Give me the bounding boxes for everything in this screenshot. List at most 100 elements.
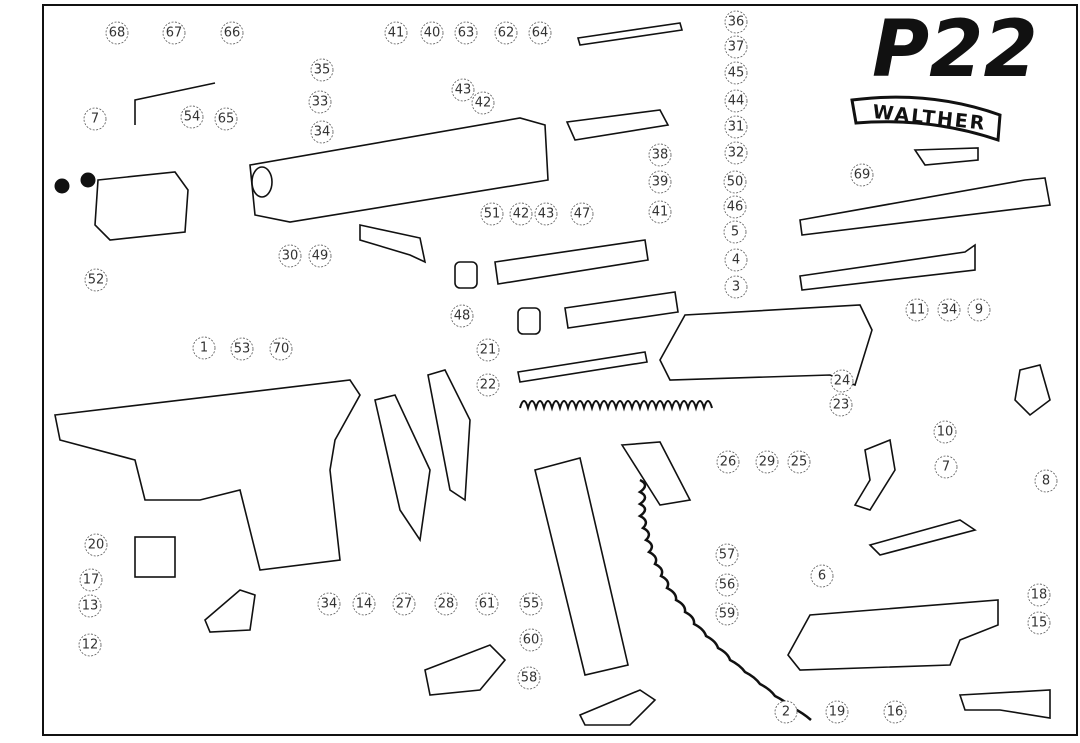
bushing-48 (454, 261, 478, 289)
label-number: 44 (728, 94, 745, 109)
label-circle (774, 700, 798, 724)
label-number: 33 (312, 95, 329, 110)
label-number: 56 (719, 578, 736, 593)
label-circle (84, 268, 108, 292)
part-label-50: 50 (723, 170, 747, 194)
label-circle (78, 594, 102, 618)
label-circle (517, 666, 541, 690)
label-circle (84, 533, 108, 557)
part-label-54: 54 (180, 105, 204, 129)
label-circle (648, 200, 672, 224)
allen-key-part (134, 82, 216, 125)
label-number: 42 (513, 207, 530, 222)
label-circle (1027, 583, 1051, 607)
label-number: 28 (438, 597, 455, 612)
hammer-part (1014, 364, 1051, 417)
slide-part (249, 117, 549, 223)
part-label-34: 34 (937, 298, 961, 322)
part-label-14: 14 (352, 592, 376, 616)
label-number: 4 (732, 253, 740, 268)
chassis-part (659, 304, 873, 387)
label-circle (528, 21, 552, 45)
part-label-65: 65 (214, 107, 238, 131)
part-label-6: 6 (810, 564, 834, 588)
label-circle (105, 21, 129, 45)
label-number: 30 (282, 249, 299, 264)
part-label-22: 22 (476, 373, 500, 397)
part-label-29: 29 (755, 450, 779, 474)
trigger-bar (868, 519, 977, 556)
part-label-62: 62 (494, 21, 518, 45)
label-number: 27 (396, 597, 413, 612)
part-label-56: 56 (715, 573, 739, 597)
part-label-7: 7 (83, 107, 107, 131)
label-number: 68 (109, 26, 126, 41)
label-circle (278, 244, 302, 268)
label-number: 53 (234, 342, 251, 357)
label-number: 45 (728, 66, 745, 81)
label-circle (308, 90, 332, 114)
label-number: 41 (388, 26, 405, 41)
washer-part (54, 178, 70, 194)
label-circle (934, 455, 958, 479)
label-number: 66 (224, 26, 241, 41)
part-label-47: 47 (570, 202, 594, 226)
part-label-11: 11 (905, 298, 929, 322)
label-circle (310, 120, 334, 144)
label-number: 22 (480, 378, 497, 393)
part-label-2: 2 (774, 700, 798, 724)
label-number: 7 (942, 460, 950, 475)
label-circle (724, 248, 748, 272)
label-circle (220, 21, 244, 45)
label-number: 2 (782, 705, 790, 720)
label-circle (79, 568, 103, 592)
label-circle (480, 202, 504, 226)
label-circle (519, 592, 543, 616)
label-circle (723, 220, 747, 244)
label-circle (534, 202, 558, 226)
label-number: 6 (818, 569, 826, 584)
part-label-4: 4 (724, 248, 748, 272)
label-number: 70 (273, 342, 290, 357)
label-number: 24 (834, 374, 851, 389)
part-label-60: 60 (519, 628, 543, 652)
label-number: 18 (1031, 588, 1048, 603)
label-circle (78, 633, 102, 657)
sleeve-47 (564, 291, 679, 329)
label-circle (724, 35, 748, 59)
label-circle (434, 592, 458, 616)
part-label-58: 58 (517, 666, 541, 690)
part-label-17: 17 (79, 568, 103, 592)
label-number: 16 (887, 705, 904, 720)
label-number: 37 (728, 40, 745, 55)
label-number: 36 (728, 15, 745, 30)
label-circle (269, 337, 293, 361)
part-label-7: 7 (934, 455, 958, 479)
label-circle (83, 107, 107, 131)
part-label-69: 69 (850, 163, 874, 187)
label-number: 12 (82, 638, 99, 653)
label-number: 10 (937, 425, 954, 440)
label-circle (476, 373, 500, 397)
label-number: 8 (1042, 474, 1050, 489)
takedown-lever-49 (359, 224, 427, 264)
part-label-9: 9 (967, 298, 991, 322)
label-circle (937, 298, 961, 322)
part-label-19: 19 (825, 700, 849, 724)
label-number: 34 (941, 303, 958, 318)
label-circle (162, 21, 186, 45)
part-label-13: 13 (78, 594, 102, 618)
part-label-18: 18 (1027, 583, 1051, 607)
part-label-10: 10 (933, 420, 957, 444)
label-circle (850, 163, 874, 187)
part-label-40: 40 (420, 21, 444, 45)
part-label-49: 49 (308, 244, 332, 268)
logo-model: P22 (872, 5, 1038, 95)
label-circle (724, 10, 748, 34)
label-circle (715, 573, 739, 597)
mag-catch-17 (134, 536, 176, 578)
part-label-38: 38 (648, 143, 672, 167)
part-label-21: 21 (476, 338, 500, 362)
label-circle (519, 628, 543, 652)
label-circle (716, 450, 740, 474)
